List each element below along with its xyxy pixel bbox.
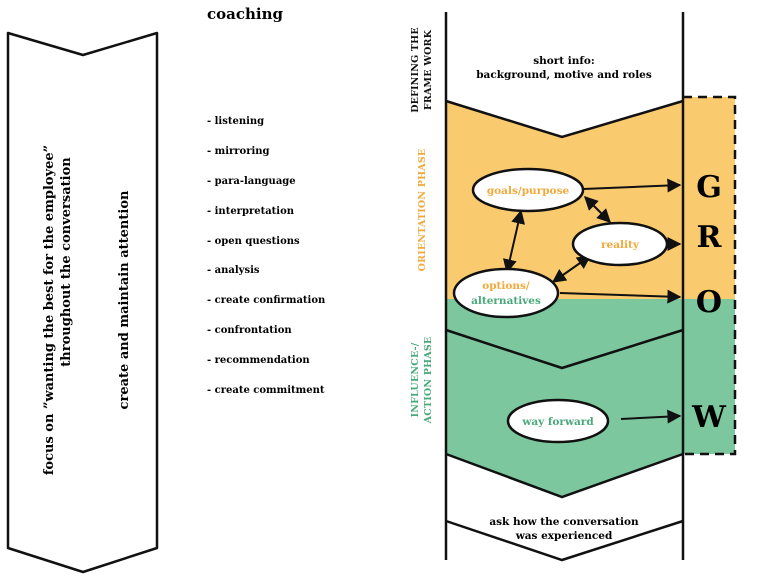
grow-letter-w: W (691, 400, 727, 435)
top-box-line1: short info: (533, 55, 595, 67)
left-panel-line1: focus on ”wanting the best for the emplo… (42, 145, 57, 475)
phase-label-orientation: ORIENTATION PHASE (417, 149, 428, 272)
left-panel-line2: throughout the conversation (59, 157, 74, 367)
arrow-options-goals (502, 209, 526, 274)
skill-item: - create commitment (207, 385, 325, 396)
phase-label-influence-2: ACTION PHASE (423, 337, 434, 425)
top-box-line2: background, motive and roles (476, 69, 652, 81)
arrow-goals-to-g (582, 178, 682, 193)
arrow-wayforward-to-w (620, 409, 682, 424)
phase-label-influence-1: INFLUENCE-/ (410, 342, 421, 417)
skill-item: - recommendation (207, 355, 310, 366)
skill-item: - listening (207, 116, 264, 127)
arrow-reality-options (551, 255, 592, 283)
arrow-options-to-o (559, 289, 682, 304)
skill-item: - interpretation (207, 206, 295, 217)
grow-letter-r: R (697, 220, 723, 255)
node-way-forward-label: way forward (521, 416, 594, 428)
grow-band-action (683, 299, 735, 454)
node-reality (571, 221, 669, 267)
chevron-2 (445, 328, 684, 370)
page-title: coaching (207, 5, 284, 23)
phase-label-framework-1: DEFINING THE (410, 27, 421, 113)
skill-item: - create confirmation (207, 295, 326, 306)
skill-item: - open questions (207, 236, 300, 247)
node-way-forward (506, 398, 610, 444)
skill-item: - para-language (207, 176, 296, 187)
left-arrow-panel (6, 31, 159, 574)
chevron-4 (445, 519, 684, 562)
grow-band-orientation (683, 97, 735, 299)
phase-label-framework-2: FRAME WORK (423, 29, 434, 110)
node-reality-label: reality (601, 239, 640, 251)
grow-letter-g: G (696, 170, 722, 205)
bottom-box-line2: was experienced (515, 530, 613, 542)
main-column-outline (444, 12, 685, 560)
skill-item: - analysis (207, 265, 260, 276)
node-goals-purpose (471, 167, 585, 213)
arrow-goals-reality (584, 196, 611, 223)
left-panel-line3: create and maintain attention (117, 190, 132, 409)
grow-letter-o: O (696, 285, 722, 320)
chevron-1 (445, 99, 684, 139)
node-options-label-1: options/ (482, 280, 530, 292)
node-options-alternatives (452, 267, 560, 319)
skill-item: - mirroring (207, 146, 270, 157)
node-options-label-2: alternatives (471, 295, 541, 307)
skills-list: - listening - mirroring - para-language … (207, 116, 326, 396)
grow-band-dashed-border (683, 95, 737, 456)
chevron-3 (445, 452, 684, 499)
bottom-box-line1: ask how the conversation (489, 516, 639, 528)
skill-item: - confrontation (207, 325, 292, 336)
node-goals-label: goals/purpose (487, 185, 570, 197)
